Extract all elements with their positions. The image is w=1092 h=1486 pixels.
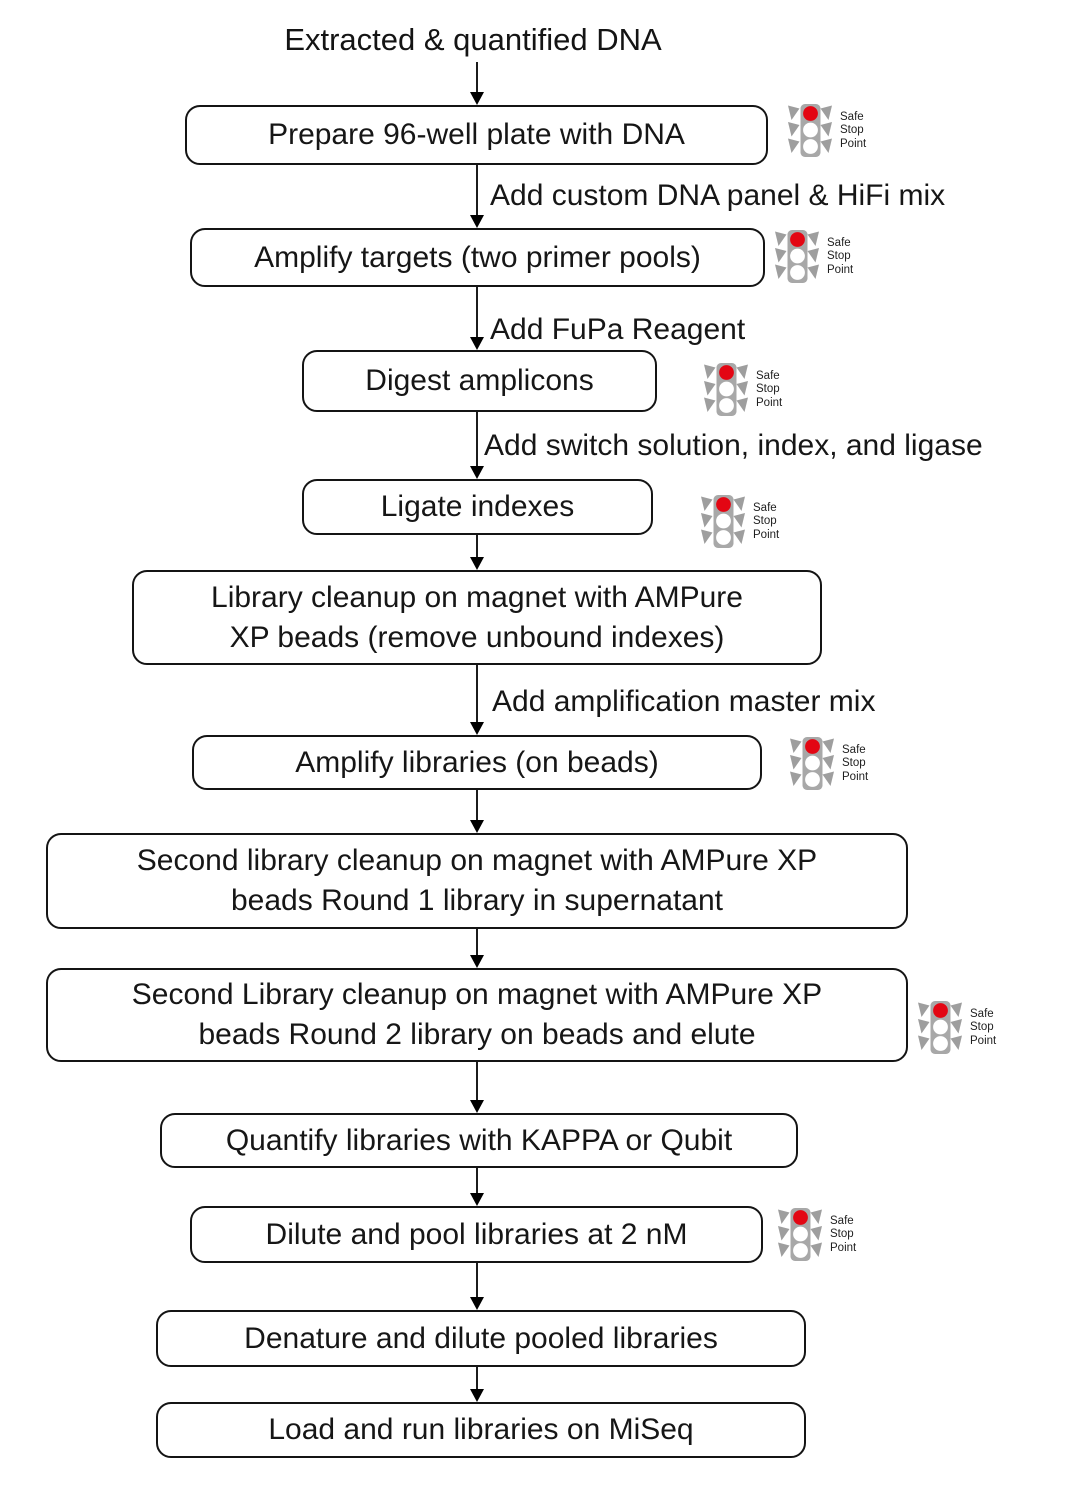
flow-arrow-line — [476, 1168, 478, 1195]
flow-arrow-line — [476, 1263, 478, 1299]
edge-label: Add custom DNA panel & HiFi mix — [490, 179, 946, 212]
flow-node-second-cleanup-r2: Second Library cleanup on magnet with AM… — [46, 968, 908, 1062]
safe-stop-point-badge: Safe Stop Point — [703, 362, 782, 418]
arrowhead-icon — [470, 1193, 484, 1206]
edge-label: Add FuPa Reagent — [490, 313, 746, 346]
flow-arrow-line — [476, 1062, 478, 1102]
flow-node-label: Second library cleanup on magnet with AM… — [136, 844, 818, 917]
edge-label: Add amplification master mix — [492, 685, 876, 718]
edge-label: Add switch solution, index, and ligase — [484, 429, 983, 462]
traffic-light-icon — [918, 1001, 962, 1054]
flow-node-ligate-indexes: Ligate indexes — [302, 479, 653, 535]
flow-arrow-line — [476, 165, 478, 217]
safe-stop-point-label: Safe Stop Point — [970, 1007, 997, 1047]
flow-arrow-line — [476, 287, 478, 339]
flow-node-denature-dilute: Denature and dilute pooled libraries — [156, 1310, 806, 1367]
traffic-light-icon — [788, 104, 832, 157]
flow-arrow-line — [476, 790, 478, 822]
safe-stop-point-label: Safe Stop Point — [756, 369, 783, 409]
flow-node-quantify-libraries: Quantify libraries with KAPPA or Qubit — [160, 1113, 798, 1168]
safe-stop-point-label: Safe Stop Point — [842, 743, 869, 783]
traffic-light-icon — [701, 495, 745, 548]
flow-arrow-line — [476, 929, 478, 957]
traffic-light-icon — [704, 363, 748, 416]
flow-node-label: Load and run libraries on MiSeq — [268, 1413, 694, 1447]
safe-stop-point-badge: Safe Stop Point — [789, 736, 868, 792]
safe-stop-point-badge: Safe Stop Point — [774, 229, 853, 285]
flow-node-prepare-plate: Prepare 96-well plate with DNA — [185, 105, 768, 165]
traffic-light-icon — [775, 230, 819, 283]
arrowhead-icon — [470, 1297, 484, 1310]
traffic-light-icon — [778, 1208, 822, 1261]
arrowhead-icon — [470, 820, 484, 833]
flow-arrow-line — [476, 535, 478, 559]
flow-arrow-line — [476, 665, 478, 724]
arrowhead-icon — [470, 955, 484, 968]
flow-start-label: Extracted & quantified DNA — [284, 22, 662, 57]
arrowhead-icon — [470, 215, 484, 228]
traffic-light-icon — [790, 737, 834, 790]
flow-node-label: Digest amplicons — [365, 364, 594, 398]
safe-stop-point-label: Safe Stop Point — [830, 1214, 857, 1254]
arrowhead-icon — [470, 722, 484, 735]
arrowhead-icon — [470, 466, 484, 479]
flow-arrow-line — [476, 412, 478, 468]
safe-stop-point-label: Safe Stop Point — [840, 110, 867, 150]
flow-node-amplify-targets: Amplify targets (two primer pools) — [190, 228, 765, 287]
flow-node-label: Prepare 96-well plate with DNA — [268, 118, 685, 152]
flow-node-second-cleanup-r1: Second library cleanup on magnet with AM… — [46, 833, 908, 929]
safe-stop-point-badge: Safe Stop Point — [917, 1000, 996, 1056]
flow-node-digest-amplicons: Digest amplicons — [302, 350, 657, 412]
flow-arrow-line — [476, 1367, 478, 1391]
flow-arrow-line — [476, 62, 478, 94]
safe-stop-point-label: Safe Stop Point — [753, 501, 780, 541]
flow-node-label: Dilute and pool libraries at 2 nM — [265, 1217, 688, 1251]
arrowhead-icon — [470, 92, 484, 105]
flow-node-load-run-miseq: Load and run libraries on MiSeq — [156, 1402, 806, 1458]
flow-node-amplify-libraries: Amplify libraries (on beads) — [192, 735, 762, 790]
safe-stop-point-badge: Safe Stop Point — [700, 494, 779, 550]
safe-stop-point-badge: Safe Stop Point — [787, 103, 866, 159]
flow-node-label: Library cleanup on magnet with AMPure XP… — [211, 580, 743, 654]
flow-node-label: Ligate indexes — [380, 490, 575, 524]
arrowhead-icon — [470, 1100, 484, 1113]
arrowhead-icon — [470, 1389, 484, 1402]
flow-node-dilute-pool: Dilute and pool libraries at 2 nM — [190, 1206, 763, 1263]
flow-node-label: Amplify targets (two primer pools) — [254, 240, 701, 274]
safe-stop-point-label: Safe Stop Point — [827, 236, 854, 276]
arrowhead-icon — [470, 557, 484, 570]
flow-node-label: Second Library cleanup on magnet with AM… — [131, 978, 823, 1051]
flow-node-library-cleanup: Library cleanup on magnet with AMPure XP… — [132, 570, 822, 665]
flow-node-label: Amplify libraries (on beads) — [295, 745, 659, 779]
arrowhead-icon — [470, 337, 484, 350]
flow-node-label: Quantify libraries with KAPPA or Qubit — [225, 1123, 733, 1157]
safe-stop-point-badge: Safe Stop Point — [777, 1207, 856, 1263]
flow-node-label: Denature and dilute pooled libraries — [244, 1321, 718, 1355]
